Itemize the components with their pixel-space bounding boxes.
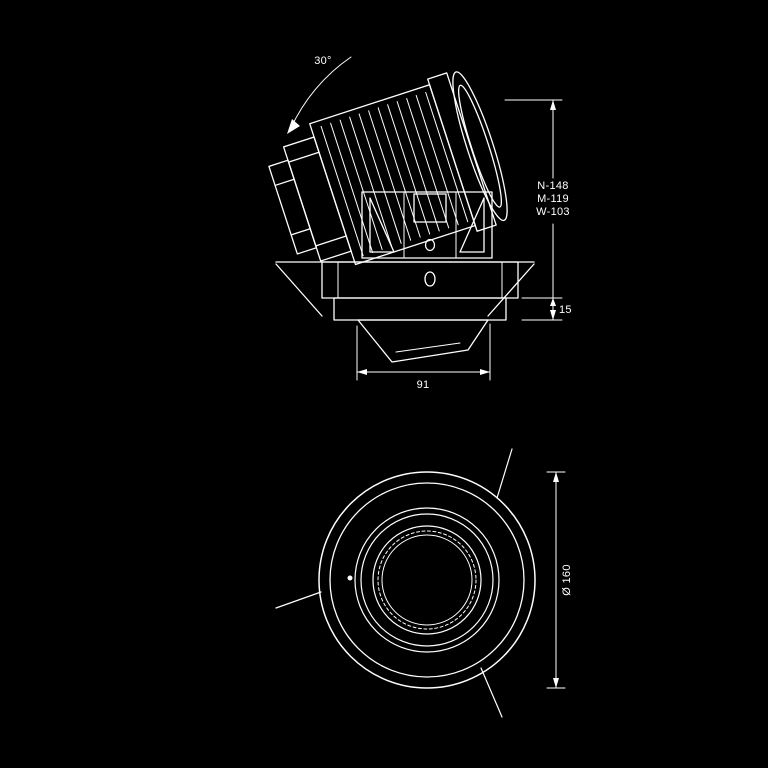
recessed-housing [275,261,535,321]
bezel-inner-circle [360,513,494,647]
height-label-w: W-103 [536,206,570,218]
width-arrow-right-icon [480,369,490,375]
trim-outer-circle [318,471,536,689]
width-arrow-left-icon [357,369,367,375]
lens-outer-circle [372,525,482,635]
spring-wing-left [275,263,323,317]
spring-clip-left [369,197,395,253]
lens-face-inner [457,84,503,208]
width-dimension: 91 [356,323,491,391]
tilt-arc [289,56,352,131]
lens-facet-ring [377,530,477,630]
housing-verticals [337,261,503,299]
housing-latch [424,271,436,287]
lens-edge-line [395,342,461,353]
head-front-bezel [427,72,497,232]
thickness-arrow-top-icon [550,298,556,306]
leader-line-top-right [496,448,513,499]
side-view: 30° [268,55,572,391]
height-arrow-top-icon [550,100,556,110]
protruding-lens [357,319,489,363]
tilt-annotation: 30° [287,55,352,134]
tilt-arrow-icon [287,119,300,134]
bracket-verticals [403,191,457,259]
head-main-body [309,84,476,266]
diameter-arrow-bottom-icon [553,678,559,688]
bracket-frame [361,191,493,259]
screw-dot [347,575,353,581]
leader-line-left [275,591,322,609]
height-dimension: N-148 M-119 W-103 [504,99,570,321]
leader-line-bottom-right [480,667,503,718]
lens-inner-circle [381,534,473,626]
trim-inner-circle [329,482,525,678]
adjust-knob [424,238,436,252]
spring-clip-right [459,197,485,253]
plan-view: Ø 160 [275,448,573,718]
diameter-arrow-top-icon [553,472,559,482]
bezel-outer-circle [354,507,500,653]
spring-wing-right [487,263,535,317]
thickness-label: 15 [559,304,572,316]
width-label: 91 [417,379,430,391]
head-back-detail [274,151,347,247]
heatsink-fins [320,91,469,257]
diameter-dimension: Ø 160 [546,471,573,689]
bracket-center-block [413,193,447,223]
thickness-dimension: 15 [521,297,572,321]
lens-body [357,319,489,363]
tilt-angle-label: 30° [314,55,332,67]
height-label-m: M-119 [537,193,569,205]
housing-plate [321,261,519,299]
lamp-head [268,71,508,266]
mounting-bracket [361,191,493,259]
trim-ring-band [333,297,507,321]
lens-face-outer [452,71,508,222]
height-label-n: N-148 [537,180,568,192]
diameter-label: Ø 160 [561,564,573,595]
